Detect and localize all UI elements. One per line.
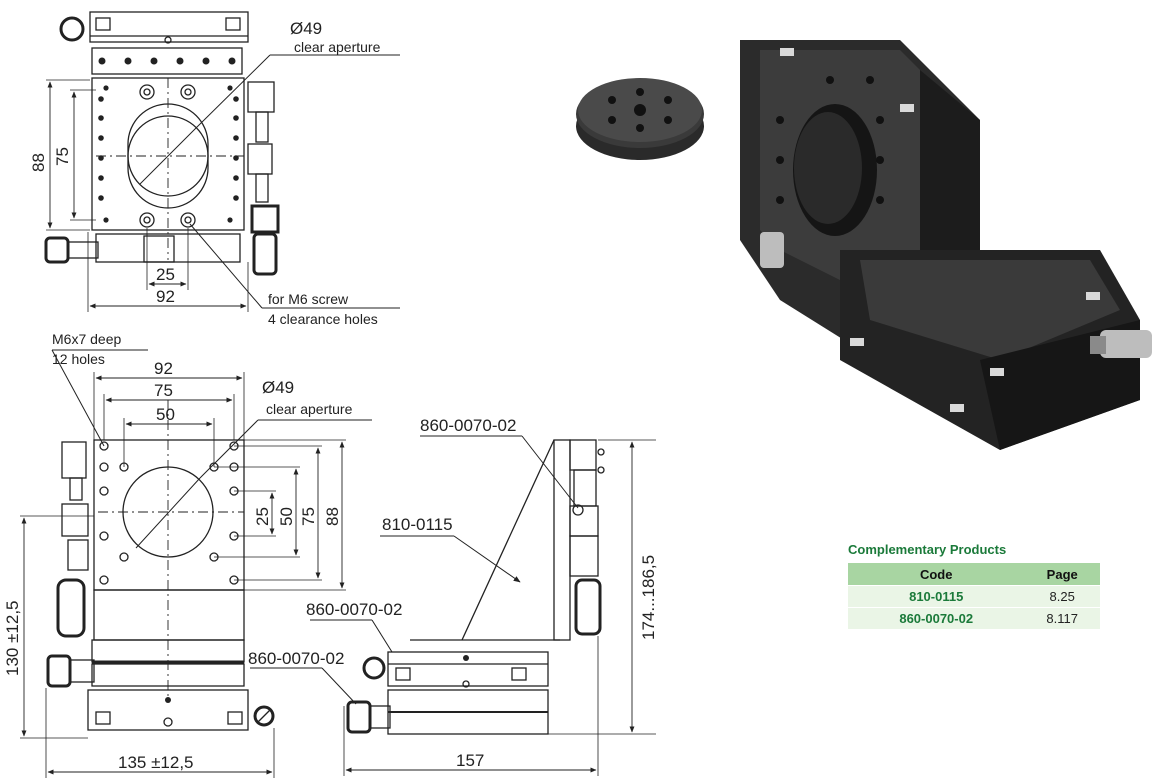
table-row: 860-0070-02 8.117 xyxy=(848,607,1100,629)
side-dim-width: 157 xyxy=(456,751,484,770)
top-dim-75: 75 xyxy=(53,147,72,166)
complementary-products-title: Complementary Products xyxy=(848,542,1007,557)
product-code-cell: 860-0070-02 xyxy=(848,607,1025,629)
page-ref-cell: 8.117 xyxy=(1024,607,1100,629)
page-ref-cell: 8.25 xyxy=(1024,585,1100,608)
front-dim-75: 75 xyxy=(154,381,173,400)
top-dim-92: 92 xyxy=(156,287,175,306)
side-part-860-top: 860-0070-02 xyxy=(420,416,516,435)
front-dim-50-vertical: 50 xyxy=(277,507,296,526)
front-dim-height: 130 ±12,5 xyxy=(3,600,22,676)
front-dim-92: 92 xyxy=(154,359,173,378)
side-dim-height: 174...186,5 xyxy=(639,555,658,640)
front-dim-width: 135 ±12,5 xyxy=(118,753,194,772)
complementary-products-table: Code Page 810-0115 8.25 860-0070-02 8.11… xyxy=(848,563,1100,629)
front-dim-25-vertical: 25 xyxy=(253,507,272,526)
side-part-860-low: 860-0070-02 xyxy=(248,649,344,668)
side-view-drawing xyxy=(250,435,656,776)
top-aperture-label: Ø49 xyxy=(290,19,322,38)
top-aperture-caption: clear aperture xyxy=(294,39,381,55)
table-row: 810-0115 8.25 xyxy=(848,585,1100,608)
product-photo xyxy=(576,40,1152,450)
holes-note-line2: 12 holes xyxy=(52,351,105,367)
front-aperture-label: Ø49 xyxy=(262,378,294,397)
front-dim-88-vertical: 88 xyxy=(323,507,342,526)
side-part-810: 810-0115 xyxy=(382,515,453,534)
adapter-disk-photo xyxy=(576,78,704,160)
front-dim-50: 50 xyxy=(156,405,175,424)
holes-note-line1: M6x7 deep xyxy=(52,331,121,347)
front-dim-75-vertical: 75 xyxy=(299,507,318,526)
top-view-drawing xyxy=(44,11,400,312)
table-header-row: Code Page xyxy=(848,563,1100,586)
front-view-drawing xyxy=(20,349,372,778)
product-code-cell: 810-0115 xyxy=(848,585,1025,608)
xyz-stage-photo xyxy=(740,40,1152,450)
column-header-code: Code xyxy=(848,563,1025,586)
column-header-page: Page xyxy=(1024,563,1100,586)
side-part-860-mid: 860-0070-02 xyxy=(306,600,402,619)
front-aperture-caption: clear aperture xyxy=(266,401,353,417)
screw-note-line1: for M6 screw xyxy=(268,291,349,307)
top-dim-88: 88 xyxy=(29,153,48,172)
screw-note-line2: 4 clearance holes xyxy=(268,311,378,327)
top-dim-25: 25 xyxy=(156,265,175,284)
